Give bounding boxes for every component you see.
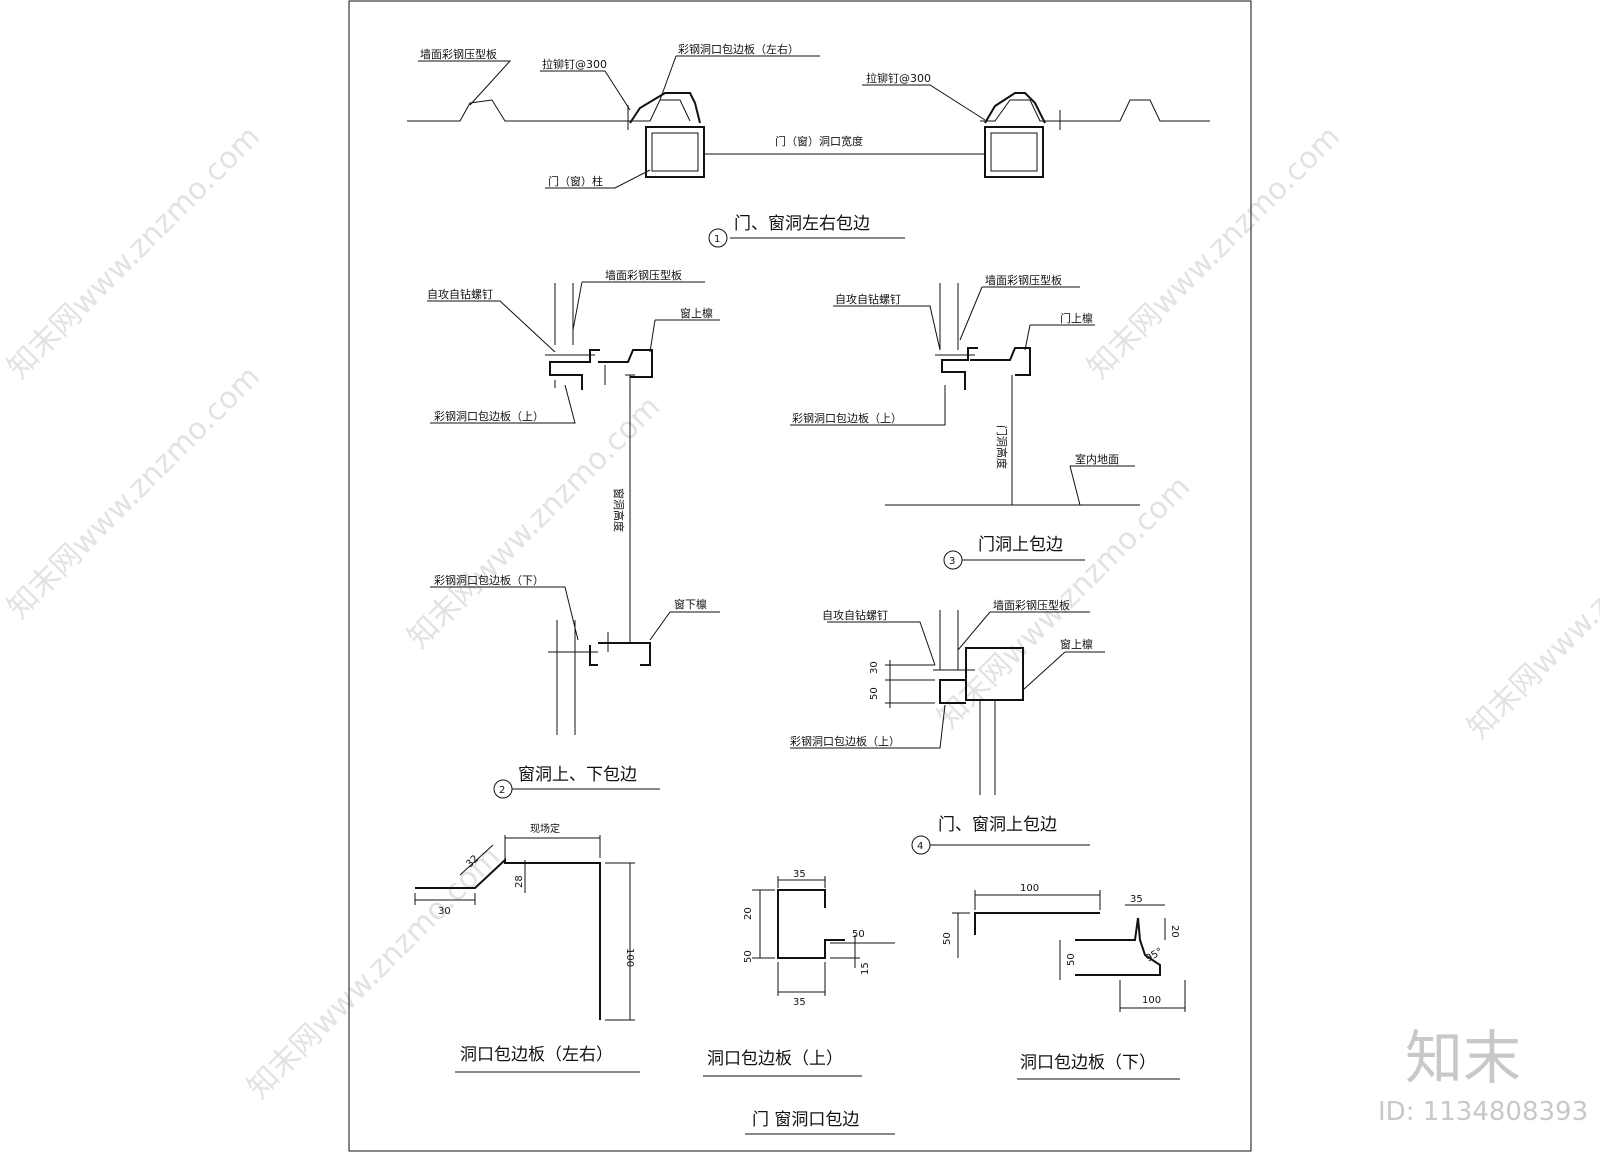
watermark-text: 知末网www.znzmo.com	[1081, 119, 1347, 385]
p1-dim-28: 28	[514, 875, 525, 888]
d3-label-flash: 彩钢洞口包边板（上）	[792, 411, 902, 425]
watermark-text: 知末网www.znzmo.com	[1461, 479, 1600, 745]
detail-1-number: 1	[714, 234, 720, 245]
d4-label-panel: 墙面彩钢压型板	[993, 598, 1070, 612]
d2-label-flash-bottom: 彩钢洞口包边板（下）	[434, 573, 544, 587]
label-flashing-lr: 彩钢洞口包边板（左右）	[678, 42, 799, 56]
d3-label-panel: 墙面彩钢压型板	[985, 273, 1062, 287]
detail-1-marker	[708, 228, 728, 248]
p2-dim-15: 15	[860, 962, 871, 975]
d4-dim-50: 50	[869, 687, 880, 700]
profile-top	[752, 876, 895, 996]
d4-label-flash: 彩钢洞口包边板（上）	[790, 734, 900, 748]
detail-4	[790, 610, 1105, 795]
profile-left-right	[414, 835, 635, 1021]
main-title: 门 窗洞口包边	[752, 1110, 859, 1130]
d4-dim-30: 30	[869, 661, 880, 674]
watermark-text: 知末网www.znzmo.com	[1, 119, 267, 385]
p1-dim-site: 现场定	[530, 822, 560, 835]
detail-4-title: 门、窗洞上包边	[938, 815, 1057, 835]
watermark-text: 知末网www.znzmo.com	[1, 359, 267, 625]
p3-dim-100a: 100	[1020, 883, 1039, 894]
d4-label-purlin: 窗上檩	[1060, 637, 1093, 651]
drawing-frame	[348, 0, 1252, 1152]
d2-label-flash-top: 彩钢洞口包边板（上）	[434, 409, 544, 423]
detail-2-number: 2	[499, 785, 505, 796]
label-rivet-b: 拉铆钉@300	[866, 71, 931, 85]
p3-dim-35: 35	[1130, 894, 1143, 905]
d2-label-screw: 自攻自钻螺钉	[427, 287, 493, 301]
detail-3	[790, 283, 1140, 506]
p2-dim-50a: 50	[743, 950, 754, 963]
d3-label-floor: 室内地面	[1075, 452, 1119, 466]
detail-3-title: 门洞上包边	[978, 535, 1063, 555]
p1-dim-100: 100	[624, 948, 635, 967]
p2-dim-50b: 50	[852, 929, 865, 940]
label-column: 门（窗）柱	[548, 174, 603, 188]
label-wall-panel: 墙面彩钢压型板	[420, 47, 497, 61]
detail-3-number: 3	[949, 556, 955, 567]
image-id: ID: 1134808393	[1378, 1097, 1588, 1127]
p3-dim-50a: 50	[942, 932, 953, 945]
d2-label-height: 窗洞高度	[612, 488, 626, 532]
p3-dim-50b: 50	[1066, 953, 1077, 966]
p2-dim-35a: 35	[793, 869, 806, 880]
label-opening-width: 门（窗）洞口宽度	[775, 134, 863, 148]
detail-4-number: 4	[917, 841, 923, 852]
p2-dim-35b: 35	[793, 997, 806, 1008]
d3-label-purlin: 门上檩	[1060, 311, 1093, 325]
detail-1	[407, 55, 1210, 189]
d2-label-purlin-bottom: 窗下檩	[674, 597, 707, 611]
p2-dim-20: 20	[743, 907, 754, 920]
d3-label-screw: 自攻自钻螺钉	[835, 292, 901, 306]
d2-label-panel: 墙面彩钢压型板	[605, 268, 682, 282]
detail-1-title: 门、窗洞左右包边	[734, 214, 870, 234]
p3-dim-100b: 100	[1142, 995, 1161, 1006]
p3-dim-20: 20	[1169, 925, 1180, 938]
profile-2-title: 洞口包边板（上）	[707, 1049, 843, 1069]
profile-1-title: 洞口包边板（左右）	[460, 1045, 613, 1065]
watermark-text: 知末网www.znzmo.com	[401, 389, 667, 655]
detail-2	[427, 281, 720, 735]
detail-2-title: 窗洞上、下包边	[518, 765, 637, 785]
column-right	[984, 126, 1044, 178]
d3-label-height: 门洞高度	[995, 425, 1009, 469]
profile-bottom	[952, 890, 1186, 1012]
p1-dim-30: 30	[438, 906, 451, 917]
label-rivet: 拉铆钉@300	[542, 57, 607, 71]
d2-label-purlin-top: 窗上檩	[680, 306, 713, 320]
column-left	[645, 126, 705, 178]
watermark-text: 知末网www.znzmo.com	[241, 839, 507, 1105]
brand-logo: 知末	[1405, 1024, 1521, 1092]
d4-label-screw: 自攻自钻螺钉	[822, 608, 888, 622]
profile-3-title: 洞口包边板（下）	[1020, 1053, 1156, 1073]
